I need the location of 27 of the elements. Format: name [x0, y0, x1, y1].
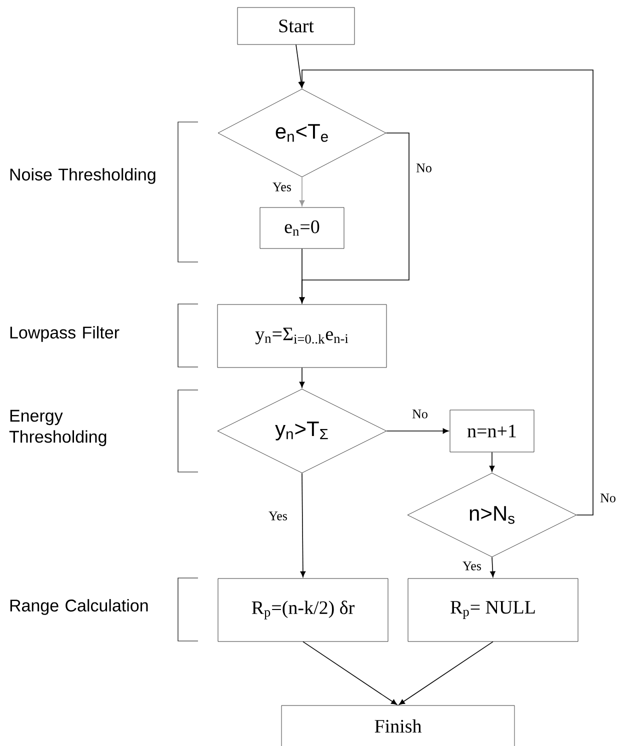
- edge-label: No: [599, 492, 617, 504]
- edge-label: Yes: [272, 182, 292, 192]
- arrow: [300, 472, 306, 578]
- arrow: [302, 641, 398, 705]
- process-box: R$_{p}$= NULL: [408, 578, 578, 642]
- process-box: Start: [237, 7, 355, 45]
- arrow: [299, 248, 305, 304]
- process-box: y$_{n}$=Σ$_{i=0..k}$e$_{n-i}$: [217, 304, 387, 368]
- edge-label: Yes: [268, 510, 288, 522]
- process-box: e$_{n}$=0: [260, 207, 344, 249]
- edge-label: Yes: [462, 560, 482, 572]
- section-label: Noise Thresholding: [10, 168, 156, 184]
- arrow: [386, 428, 449, 434]
- arrow: [398, 641, 494, 705]
- arrow: [490, 556, 496, 578]
- section-label: Energy Thresholding: [9, 410, 106, 446]
- process-box: R$_{p}$=(n-k/2) δr: [218, 578, 388, 642]
- section-label: Range Calculation: [10, 599, 148, 615]
- arrow: [299, 367, 305, 388]
- arrow: [489, 452, 495, 472]
- arrow: [299, 176, 305, 206]
- section-label: Lowpass Filter: [10, 326, 120, 342]
- edge-label: No: [415, 162, 433, 174]
- process-box: Finish: [281, 705, 515, 746]
- arrow: [299, 70, 594, 516]
- edge-label: No: [411, 408, 429, 420]
- process-box: n=n+1: [450, 410, 534, 452]
